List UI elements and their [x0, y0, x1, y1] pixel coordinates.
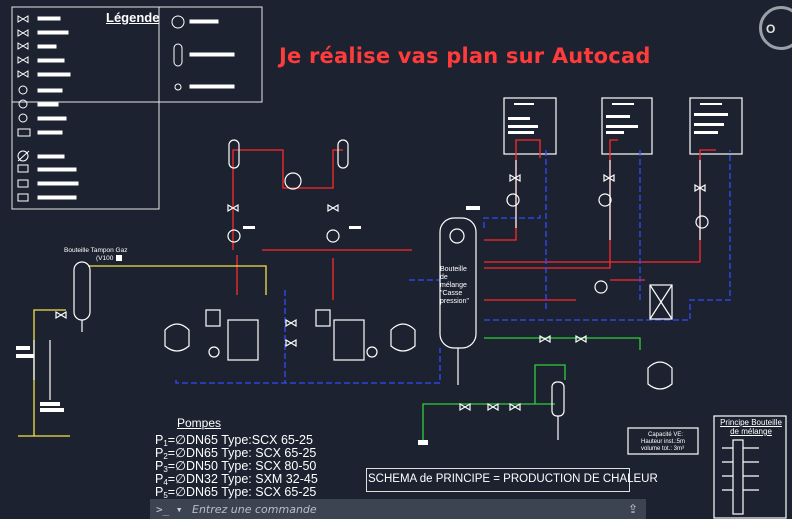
pump-spec: =∅DN65 Type: SCX 65-25 — [167, 446, 317, 460]
pump-spec: =∅DN65 Type:SCX 65-25 — [167, 433, 313, 447]
return-lines — [175, 150, 731, 384]
pump-line: P3=∅DN50 Type: SCX 80-50 — [155, 459, 316, 477]
hot-water-lines — [232, 139, 716, 301]
mixing-bottle-label: Bouteille de mélange "Casse pression" — [440, 266, 469, 305]
legend-column-box — [11, 6, 160, 210]
schema-title-box — [366, 468, 630, 492]
annotation-marks — [16, 206, 480, 445]
pump-prefix: P — [155, 446, 164, 460]
legend-title: Légende — [106, 10, 160, 25]
vessel-label-2: Hauteur inst.:5m — [641, 439, 686, 445]
gas-lines — [18, 265, 267, 437]
headline-overlay: Je réalise vas plan sur Autocad — [279, 44, 651, 68]
pump-index: 5 — [163, 491, 168, 500]
legend-symbols — [17, 15, 235, 202]
tampon-label: Bouteille Tampon Gaz — [64, 247, 128, 254]
pump-spec: =∅DN50 Type: SCX 80-50 — [167, 459, 317, 473]
pump-prefix: P — [155, 472, 164, 486]
pump-index: 3 — [163, 465, 168, 474]
pump-spec: =∅DN65 Type: SCX 65-25 — [167, 485, 317, 499]
pump-prefix: P — [155, 459, 164, 473]
pump-index: 4 — [163, 478, 168, 487]
pump-line: P1=∅DN65 Type:SCX 65-25 — [155, 433, 313, 451]
viewcube-letter: O — [766, 22, 776, 36]
command-history-icon[interactable]: ⇪ — [627, 502, 638, 516]
vessel-label-3: volume tot.: 3m³ — [641, 446, 685, 452]
command-prompt-icon[interactable]: >_ ▾ — [156, 502, 183, 516]
pump-index: 2 — [163, 452, 168, 461]
schema-title: SCHEMA de PRINCIPE = PRODUCTION DE CHALE… — [368, 473, 658, 485]
pump-prefix: P — [155, 433, 164, 447]
pump-line: P4=∅DN32 Type: SXM 32-45 — [155, 472, 318, 490]
pump-spec: =∅DN32 Type: SXM 32-45 — [167, 472, 318, 486]
pump-line: P2=∅DN65 Type: SCX 65-25 — [155, 446, 316, 464]
pump-prefix: P — [155, 485, 164, 499]
viewcube-navigation[interactable]: O — [759, 6, 792, 50]
equipment — [33, 139, 787, 519]
vessel-label-1: Capacité VE: — [648, 432, 684, 438]
command-input[interactable] — [190, 501, 594, 517]
tampon-sublabel: (V100 — [96, 255, 114, 262]
heat-exchanger-units — [503, 97, 743, 155]
pump-line: P5=∅DN65 Type: SCX 65-25 — [155, 485, 316, 503]
green-lines — [422, 337, 641, 440]
command-bar: >_ ▾ ⇪ — [150, 499, 646, 519]
pump-index: 1 — [163, 439, 168, 448]
pumps-title: Pompes — [177, 416, 222, 430]
principle-title: Principe Bouteille de mélange — [720, 418, 782, 436]
